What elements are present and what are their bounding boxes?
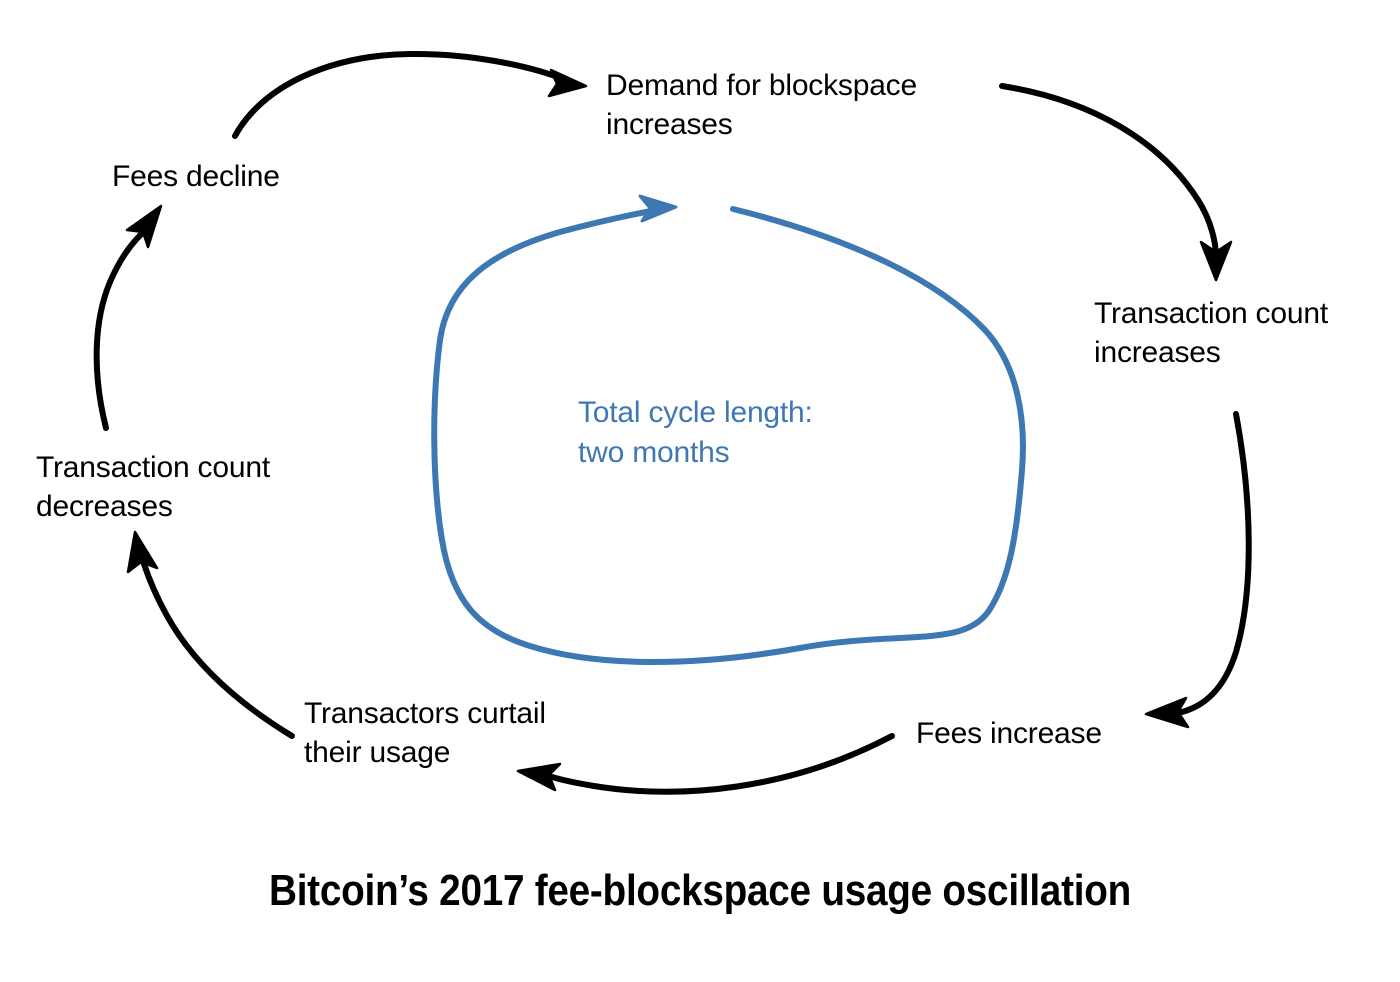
arrow-fees-decline-to-demand	[232, 50, 588, 139]
arrow-fees-increase-to-curtail	[516, 733, 895, 795]
arrow-demand-to-txcount-increases	[999, 83, 1233, 282]
node-label-fees-increase: Fees increase	[916, 717, 1102, 750]
arrow-curtail-to-txcount-decreases	[126, 530, 295, 739]
arrow-txcount-increases-to-fees-increase	[1144, 411, 1252, 729]
node-label-demand-for-blockspace: Demand for blockspace increases	[606, 69, 917, 141]
diagram-title: Bitcoin’s 2017 fee-blockspace usage osci…	[268, 866, 1131, 915]
node-label-fees-decline: Fees decline	[112, 160, 280, 193]
blue-cycle-loop	[431, 194, 1026, 665]
node-label-transaction-count-increases: Transaction count increases	[1094, 297, 1328, 369]
node-label-transactors-curtail-their-usage: Transactors curtail their usage	[304, 697, 546, 769]
arrow-txcount-decreases-to-fees-decline	[93, 204, 163, 431]
cycle-length-annotation: Total cycle length: two months	[578, 396, 813, 469]
node-label-transaction-count-decreases: Transaction count decreases	[36, 451, 270, 523]
